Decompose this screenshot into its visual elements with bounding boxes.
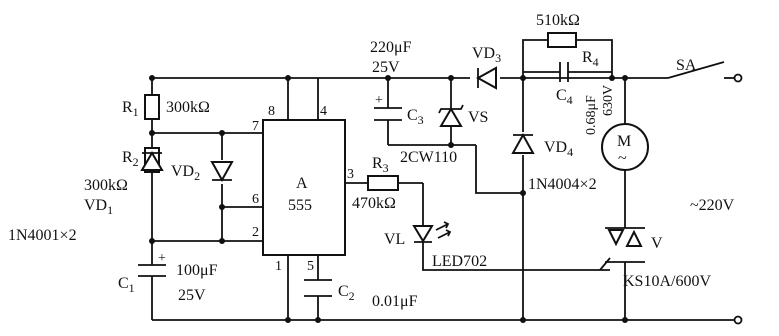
c1-voltage: 25V <box>178 287 206 304</box>
pin-2-label: 2 <box>252 225 259 240</box>
r2-value: 300kΩ <box>84 177 128 194</box>
svg-text:+: + <box>158 251 166 266</box>
svg-text:C1: C1 <box>118 275 135 295</box>
diode-note-1: 1N4001×2 <box>8 227 77 244</box>
pin-3-label: 3 <box>347 167 354 182</box>
resistor-r3: R3 470kΩ <box>352 155 399 212</box>
switch-ref: SA <box>676 57 697 74</box>
svg-text:VD3: VD3 <box>472 45 501 65</box>
supply-label: ~220V <box>690 197 735 214</box>
pin-6-label: 6 <box>252 192 259 207</box>
led-part: LED702 <box>432 253 487 270</box>
svg-text:VD4: VD4 <box>544 139 573 159</box>
svg-text:VD2: VD2 <box>171 163 200 183</box>
r3-value: 470kΩ <box>352 195 396 212</box>
junction-dots <box>149 75 628 323</box>
r1-value: 300kΩ <box>166 99 210 116</box>
pin-8-label: 8 <box>268 104 275 119</box>
triac-v: V KS10A/600V <box>599 227 711 290</box>
supply-terminals <box>733 73 743 325</box>
svg-text:R4: R4 <box>582 49 599 69</box>
capacitor-c2: C2 0.01μF <box>304 279 418 310</box>
r4-value: 510kΩ <box>536 12 580 29</box>
c4-voltage: 630V <box>601 85 616 116</box>
svg-text:C4: C4 <box>556 87 573 107</box>
resistor-r4: R4 510kΩ <box>536 12 599 69</box>
motor-ref: M <box>617 133 631 150</box>
svg-text:+: + <box>375 93 383 108</box>
wires <box>151 39 736 321</box>
capacitor-c4: C4 0.68μF 630V <box>556 62 616 135</box>
resistor-r1: R1 300kΩ <box>122 94 210 120</box>
ic-part: 555 <box>288 197 312 214</box>
triac-part: KS10A/600V <box>623 273 711 290</box>
pin-5-label: 5 <box>307 259 314 274</box>
zener-vs: VS <box>438 104 488 127</box>
c3-value: 220μF <box>370 39 412 56</box>
svg-text:R3: R3 <box>372 155 389 175</box>
c3-voltage: 25V <box>372 59 400 76</box>
motor-m: M ~ <box>601 123 649 171</box>
svg-text:VD1: VD1 <box>84 197 113 217</box>
ic-designator: A <box>296 175 308 192</box>
c1-value: 100μF <box>176 262 218 279</box>
svg-text:C2: C2 <box>338 283 355 303</box>
triac-ref: V <box>651 235 663 252</box>
diode-note-2: 1N4004×2 <box>528 176 597 193</box>
zener-ref: VS <box>468 109 488 126</box>
diode-vd1: VD1 <box>84 151 164 217</box>
led-vl: VL LED702 <box>384 221 487 270</box>
pin-7-label: 7 <box>252 119 259 134</box>
svg-text:C3: C3 <box>407 107 424 127</box>
led-ref: VL <box>384 231 405 248</box>
c2-value: 0.01μF <box>372 293 418 310</box>
svg-text:R1: R1 <box>122 99 139 119</box>
diode-vd2: VD2 <box>171 161 234 183</box>
diode-vd3: VD3 <box>472 45 501 90</box>
pin-1-label: 1 <box>275 259 282 274</box>
c4-value: 0.68μF <box>584 95 599 135</box>
ic-555: A 555 8 4 7 6 2 3 1 5 <box>252 104 354 274</box>
diode-vd4: VD4 <box>511 132 573 159</box>
pin-4-label: 4 <box>320 104 327 119</box>
capacitor-c3: + C3 220μF 25V <box>370 39 424 127</box>
motor-symbol: ~ <box>618 150 627 167</box>
zener-note: 2CW110 <box>400 149 457 166</box>
capacitor-c1: + C1 100μF 25V <box>118 251 218 304</box>
svg-text:R2: R2 <box>122 149 139 169</box>
